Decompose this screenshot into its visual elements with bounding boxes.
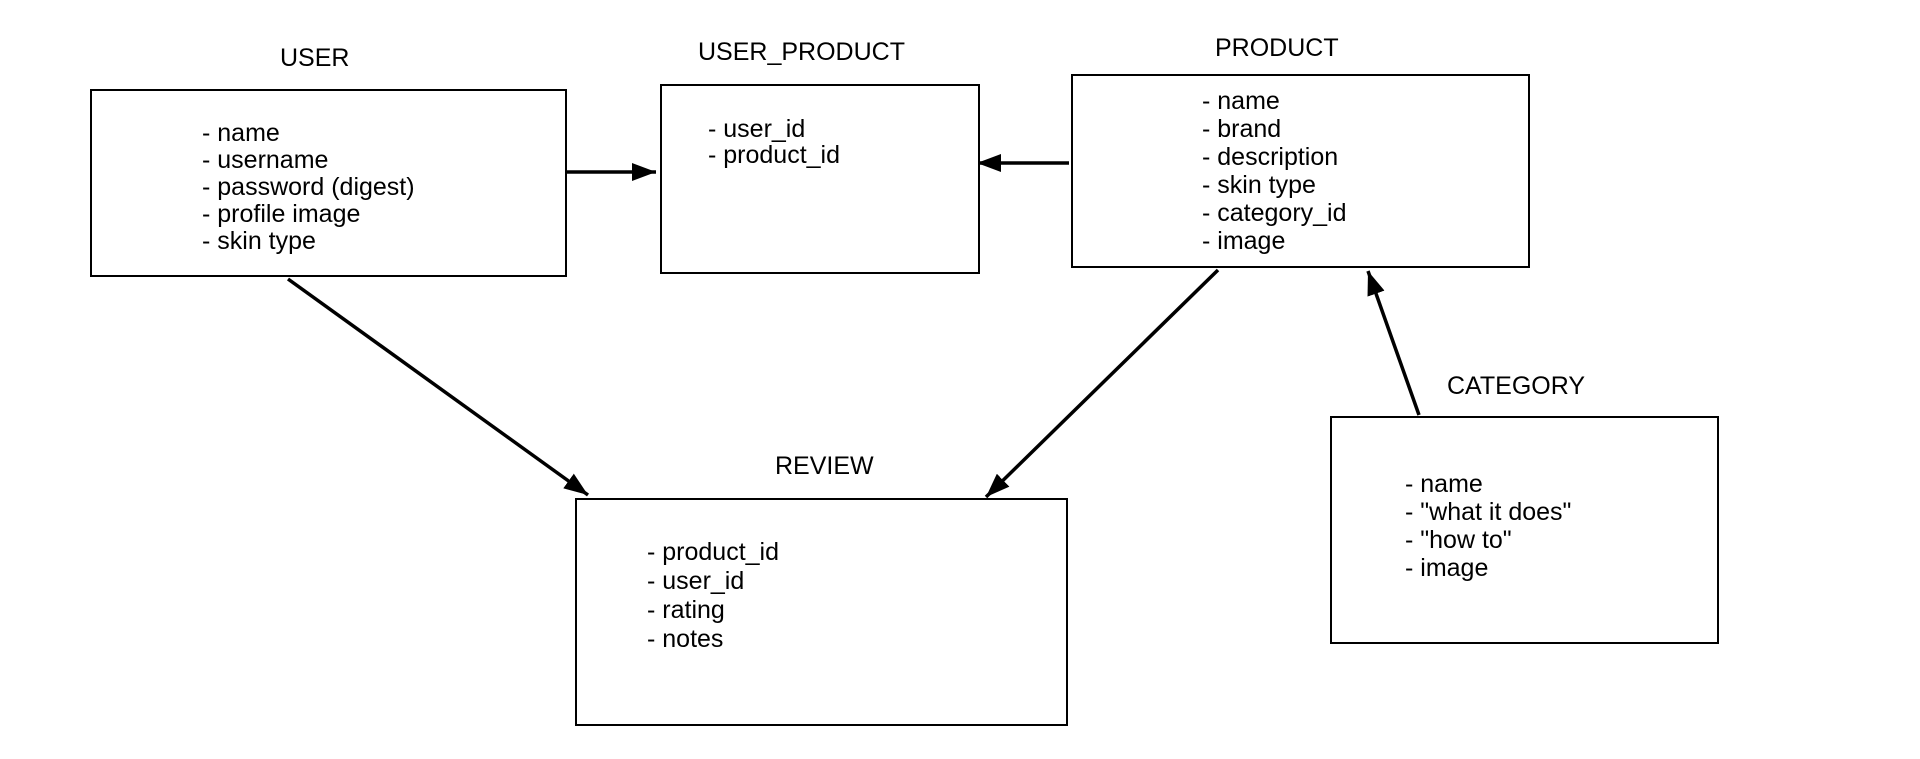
field: - product_id: [647, 538, 780, 566]
entity-title-product: PRODUCT: [1215, 34, 1339, 62]
field: - rating: [647, 596, 725, 624]
field: - category_id: [1202, 199, 1347, 227]
field: - product_id: [708, 141, 841, 169]
field: - description: [1202, 143, 1339, 171]
field: - skin type: [202, 227, 316, 255]
field: - "what it does": [1405, 498, 1572, 526]
entity-fields-user: - name- username- password (digest)- pro…: [202, 120, 415, 255]
entity-fields-review: - product_id- user_id- rating- notes: [647, 538, 779, 654]
entity-box-user: - name- username- password (digest)- pro…: [90, 89, 567, 277]
field: - user_id: [647, 567, 745, 595]
field: - name: [1202, 87, 1280, 115]
field: - brand: [1202, 115, 1282, 143]
field: - profile image: [202, 200, 361, 228]
entity-box-category: - name- "what it does"- "how to"- image: [1330, 416, 1719, 644]
entity-title-user-product: USER_PRODUCT: [698, 38, 905, 66]
entity-title-user: USER: [280, 44, 350, 72]
field: - name: [202, 119, 280, 147]
field: - username: [202, 146, 329, 174]
arrow-category-to-product: [1366, 270, 1421, 416]
entity-title-category: CATEGORY: [1447, 372, 1585, 400]
field: - name: [1405, 470, 1483, 498]
entity-fields-user-product: - user_id- product_id: [708, 116, 840, 168]
arrow-product-to-review: [984, 268, 1220, 499]
entity-title-review: REVIEW: [775, 452, 874, 480]
entity-box-product: - name- brand- description- skin type- c…: [1071, 74, 1530, 268]
field: - "how to": [1405, 526, 1512, 554]
field: - user_id: [708, 115, 806, 143]
field: - skin type: [1202, 171, 1316, 199]
entity-fields-category: - name- "what it does"- "how to"- image: [1405, 470, 1571, 582]
entity-fields-product: - name- brand- description- skin type- c…: [1202, 87, 1347, 255]
field: - image: [1405, 554, 1489, 582]
field: - password (digest): [202, 173, 415, 201]
field: - notes: [647, 625, 724, 653]
entity-box-user-product: - user_id- product_id: [660, 84, 980, 274]
entity-box-review: - product_id- user_id- rating- notes: [575, 498, 1068, 726]
arrow-user-to-review: [286, 277, 590, 497]
field: - image: [1202, 227, 1286, 255]
